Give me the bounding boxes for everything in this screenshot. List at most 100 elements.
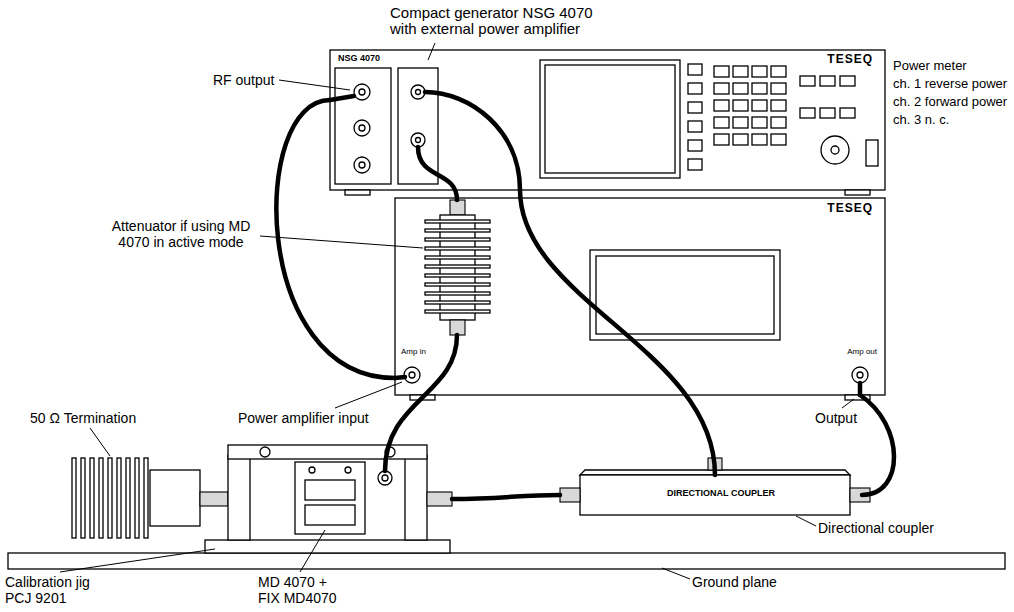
generator-housing — [866, 140, 878, 166]
device-label: DIRECTIONAL COUPLER — [580, 489, 862, 499]
heat-fin — [425, 310, 490, 313]
cable — [860, 395, 894, 495]
amplifier-housing — [404, 367, 420, 383]
amplifier-housing — [409, 372, 415, 378]
heat-fin — [72, 458, 76, 538]
model-label: NSG 4070 — [338, 54, 380, 64]
calibration-jig — [305, 505, 355, 525]
soft-key — [688, 140, 702, 151]
directional-coupler-body — [560, 488, 580, 502]
menu-key — [820, 108, 835, 118]
heat-fin — [425, 301, 490, 304]
leader-line — [662, 568, 690, 579]
callout-label: Calibration jig PCJ 9201 — [5, 574, 110, 606]
keypad-key — [714, 134, 729, 145]
brand-logo: TESEQ — [827, 53, 873, 66]
heat-fin — [144, 458, 148, 538]
port-label: Amp in — [401, 348, 426, 357]
soft-key — [688, 159, 702, 170]
calibration-jig — [305, 480, 355, 500]
ground-plane — [8, 553, 1005, 569]
termination-load — [150, 470, 200, 526]
cable — [330, 96, 354, 100]
soft-key — [688, 83, 702, 94]
calibration-jig — [205, 540, 450, 553]
termination-load — [72, 458, 228, 538]
calibration-jig — [345, 467, 351, 473]
keypad-key — [733, 66, 748, 77]
heat-fin — [99, 458, 103, 538]
generator-housing — [354, 84, 370, 100]
callout-label: Directional coupler — [818, 520, 934, 536]
callout-label: ch. 2 forward power — [893, 94, 1007, 110]
keypad-key — [714, 83, 729, 94]
leader-line — [335, 382, 402, 408]
generator-housing — [354, 120, 370, 136]
leader-line — [796, 516, 816, 526]
port-label: Amp out — [847, 348, 877, 357]
calibration-jig — [427, 492, 452, 506]
leader-line — [60, 549, 215, 572]
leader-line — [300, 530, 325, 572]
amplifier-housing — [395, 198, 885, 395]
leader-line — [428, 43, 435, 60]
leader-line — [60, 43, 854, 579]
attenuator — [450, 320, 465, 335]
leader-line — [260, 236, 423, 248]
generator-housing — [845, 190, 870, 195]
keypad-key — [714, 117, 729, 128]
soft-key — [688, 64, 702, 75]
heat-fin — [126, 458, 130, 538]
heat-fin — [425, 292, 490, 295]
keypad-key — [714, 66, 729, 77]
generator-housing — [821, 136, 849, 164]
cable — [520, 190, 715, 475]
calibration-jig — [309, 467, 315, 473]
callout-label: ch. 1 reverse power — [893, 76, 1007, 92]
heat-fin — [81, 458, 85, 538]
cable — [385, 335, 457, 471]
callout-label: RF output — [213, 72, 274, 88]
generator-front-panel: NSG 4070 TESEQ — [330, 50, 885, 190]
callout-label: ch. 3 n. c. — [893, 112, 949, 128]
callout-label: 50 Ω Termination — [30, 410, 136, 426]
menu-key — [800, 108, 815, 118]
heat-fin — [425, 265, 490, 268]
leader-line — [90, 428, 110, 456]
leader-line — [279, 80, 350, 90]
power-amplifier-panel: TESEQAmp inAmp out — [395, 198, 885, 395]
keypad-key — [733, 134, 748, 145]
calibration-jig — [205, 445, 452, 553]
heat-fin — [425, 256, 490, 259]
callout-label: Ground plane — [692, 574, 777, 590]
keypad-key — [733, 83, 748, 94]
soft-key — [688, 102, 702, 113]
heat-fin — [90, 458, 94, 538]
keypad-key — [752, 83, 767, 94]
heat-fin — [108, 458, 112, 538]
keypad-key — [714, 100, 729, 111]
calibration-jig — [228, 455, 250, 540]
generator-housing — [335, 68, 391, 184]
amplifier-housing — [852, 367, 868, 383]
keypad-key — [733, 117, 748, 128]
amplifier-housing — [596, 256, 774, 334]
cable — [276, 100, 395, 378]
keypad-key — [771, 66, 786, 77]
keypad-key — [733, 100, 748, 111]
generator-housing — [354, 157, 370, 173]
soft-key — [688, 121, 702, 132]
ground-plane — [8, 553, 1005, 569]
heat-fin — [117, 458, 121, 538]
generator-housing — [416, 138, 421, 143]
calibration-jig — [260, 447, 270, 457]
heat-fin — [425, 274, 490, 277]
calibration-jig — [228, 445, 427, 459]
generator-housing — [831, 146, 839, 154]
keypad-key — [771, 134, 786, 145]
generator-housing — [359, 125, 365, 131]
cable — [418, 147, 457, 200]
heat-fin — [425, 229, 490, 232]
callout-label: Compact generator NSG 4070 with external… — [390, 5, 605, 37]
attenuator — [425, 200, 490, 335]
